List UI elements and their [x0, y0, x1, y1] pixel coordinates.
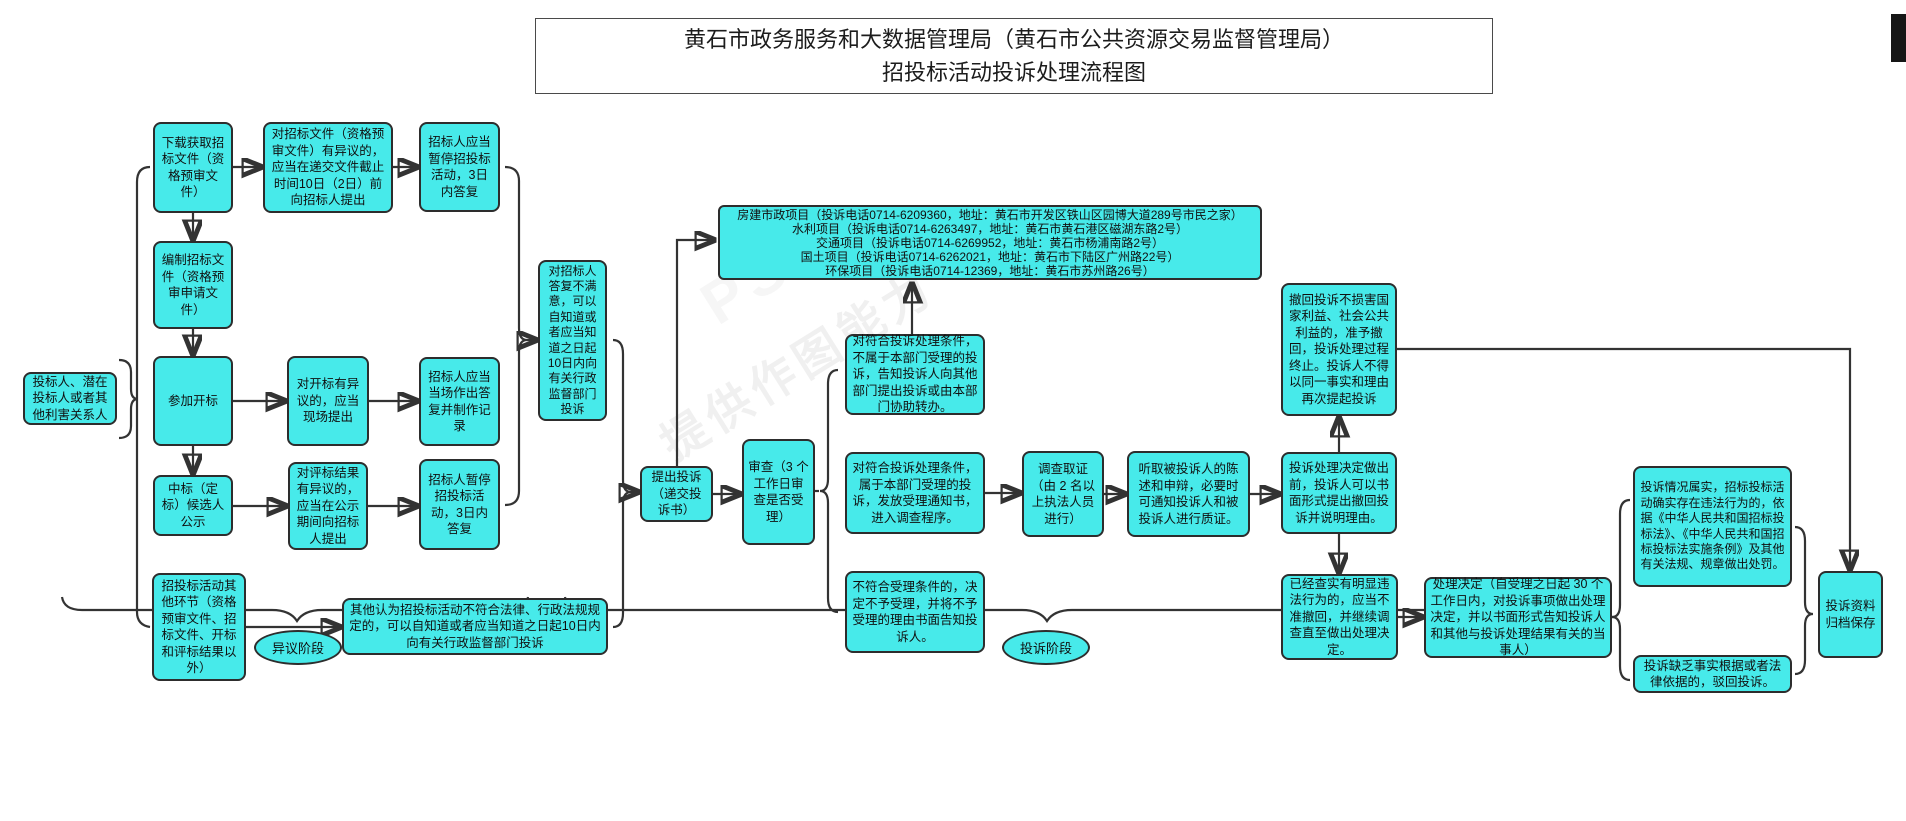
node-our-dept-accept: 对符合投诉处理条件，属于本部门受理的投诉，发放受理通知书，进入调查程序。	[845, 452, 985, 534]
node-winner-publicity: 中标（定标）候选人公示	[153, 475, 233, 536]
node-withdraw-approved: 撤回投诉不损害国家利益、社会公共利益的，准予撤回，投诉处理过程终止。投诉人不得以…	[1281, 283, 1397, 416]
contact-line: 国土项目（投诉电话0714-6262021，地址：黄石市下陆区广州路22号）	[800, 249, 1180, 264]
node-hearing: 听取被投诉人的陈述和申辩，必要时可通知投诉人和被投诉人进行质证。	[1127, 451, 1250, 537]
node-archive: 投诉资料归档保存	[1818, 571, 1883, 658]
contact-line: 交通项目（投诉电话0714-6269952，地址：黄石市杨浦南路2号）	[815, 235, 1165, 250]
node-other-illegal: 其他认为招投标活动不符合法律、行政法规规定的，可以自知道或者应当知道之日起10日…	[342, 598, 608, 655]
contact-line: 房建市政项目（投诉电话0714-6209360，地址：黄石市开发区铁山区园博大道…	[737, 207, 1243, 222]
node-onsite-reply: 招标人应当当场作出答复并制作记录	[419, 357, 500, 446]
node-not-accepted: 不符合受理条件的，决定不予受理，并将不予受理的理由书面告知投诉人。	[845, 571, 985, 653]
contact-line: 水利项目（投诉电话0714-6263497，地址：黄石市黄石港区磁湖东路2号）	[791, 221, 1189, 236]
node-submit-complaint: 提出投诉（递交投诉书）	[640, 466, 713, 522]
node-suspend-reply-doc: 招标人应当暂停招投标活动，3日内答复	[419, 122, 500, 212]
node-reject-complaint: 投诉缺乏事实根据或者法律依据的，驳回投诉。	[1633, 655, 1792, 693]
node-complaint-contacts: 房建市政项目（投诉电话0714-6209360，地址：黄石市开发区铁山区园博大道…	[718, 205, 1262, 280]
node-download-docs: 下载获取招标文件（资格预审文件）	[153, 122, 233, 213]
stage-label-objection: 异议阶段	[254, 630, 342, 665]
node-stakeholder: 投标人、潜在投标人或者其他利害关系人	[23, 372, 117, 425]
node-punishment: 投诉情况属实，招标投标活动确实存在违法行为的，依据《中华人民共和国招标投标法》、…	[1633, 466, 1792, 587]
node-prepare-docs: 编制招标文件（资格预审申请文件）	[153, 241, 233, 329]
node-investigate: 调查取证（由 2 名以上执法人员进行）	[1022, 451, 1104, 537]
contact-line: 环保项目（投诉电话0714-12369，地址：黄石市苏州路26号）	[825, 263, 1155, 278]
node-not-our-dept: 对符合投诉处理条件，不属于本部门受理的投诉，告知投诉人向其他部门提出投诉或由本部…	[845, 334, 985, 415]
node-suspend-reply-eval: 招标人暂停招投标活动，3日内答复	[419, 459, 500, 550]
stage-label-complaint: 投诉阶段	[1002, 630, 1090, 665]
diagram-title-line1: 黄石市政务服务和大数据管理局（黄石市公共资源交易监督管理局）	[683, 27, 1344, 52]
node-opening-objection: 对开标有异议的，应当现场提出	[287, 356, 369, 446]
node-attend-opening: 参加开标	[153, 356, 233, 446]
node-eval-objection: 对评标结果有异议的，应当在公示期间向招标人提出	[288, 462, 368, 550]
node-review: 审查（3 个工作日审查是否受理）	[742, 439, 815, 545]
node-decision: 处理决定（自受理之日起 30 个工作日内，对投诉事项做出处理决定，并以书面形式告…	[1424, 577, 1612, 658]
edge-artifact-bar	[1891, 14, 1906, 62]
node-withdraw-request: 投诉处理决定做出前，投诉人可以书面形式提出撤回投诉并说明理由。	[1281, 452, 1397, 534]
node-other-links: 招投标活动其他环节（资格预审文件、招标文件、开标和评标结果以外）	[152, 573, 246, 681]
node-withdraw-denied: 已经查实有明显违法行为的，应当不准撤回，并继续调查直至做出处理决定。	[1281, 574, 1398, 660]
node-unsatisfied-complaint: 对招标人答复不满意，可以自知道或者应当知道之日起10日内向有关行政监督部门投诉	[538, 260, 607, 421]
diagram-title-line2: 招投标活动投诉处理流程图	[881, 60, 1146, 85]
diagram-title-box: 黄石市政务服务和大数据管理局（黄石市公共资源交易监督管理局） 招投标活动投诉处理…	[535, 18, 1493, 94]
node-doc-objection: 对招标文件（资格预审文件）有异议的，应当在递交文件截止时间10日（2日）前向招标…	[263, 122, 393, 213]
